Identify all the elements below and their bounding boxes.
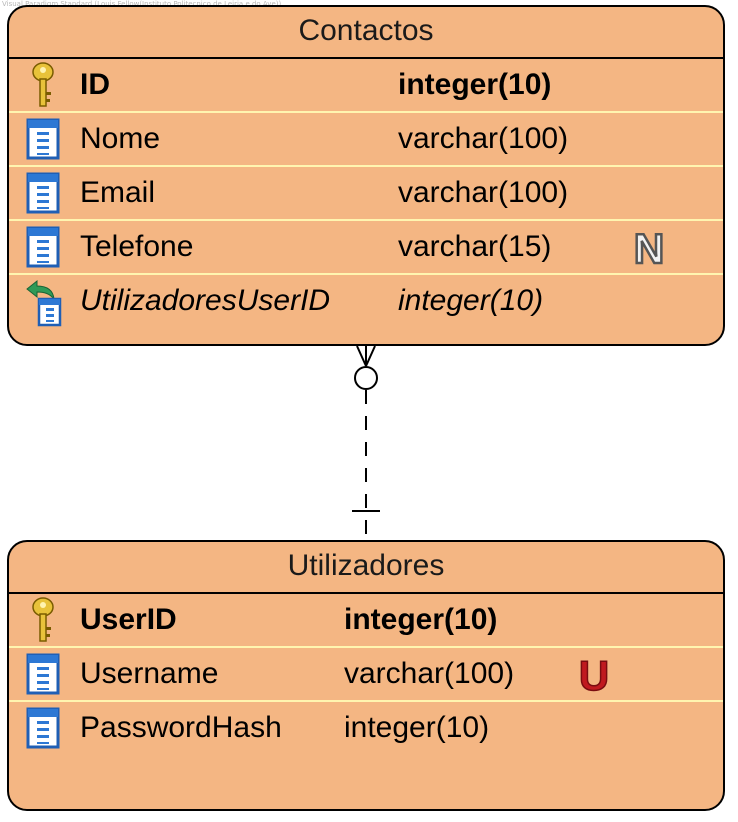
column-name: UtilizadoresUserID: [80, 284, 331, 317]
entity-utilizadores[interactable]: Utilizadores UserID integer(10): [7, 540, 725, 811]
column-type: integer(10): [344, 711, 490, 744]
entity-title[interactable]: Utilizadores: [9, 542, 723, 594]
fk-icon: [23, 275, 63, 327]
column-type: integer(10): [398, 284, 544, 317]
unique-badge-text: U: [579, 652, 609, 696]
crowfoot-right: [365, 345, 376, 367]
crowfoot-left: [356, 345, 367, 367]
column-icon: [23, 167, 63, 219]
column-type: integer(10): [344, 603, 498, 636]
column-icon: [23, 648, 63, 700]
table-row[interactable]: ID integer(10): [9, 59, 723, 113]
column-type: varchar(100): [398, 176, 569, 209]
column-name: Email: [80, 176, 156, 209]
column-name: Telefone: [80, 230, 194, 263]
watermark: Visual Paradigm Standard (Louis Fellow(I…: [2, 0, 282, 8]
zero-circle: [354, 366, 378, 390]
column-icon: [23, 702, 63, 754]
column-name: ID: [80, 68, 110, 101]
column-type: varchar(100): [398, 122, 569, 155]
entity-title[interactable]: Contactos: [9, 7, 723, 59]
entity-contactos[interactable]: Contactos ID integer(10) Nome: [7, 5, 725, 346]
column-name: Nome: [80, 122, 161, 155]
column-icon: [23, 113, 63, 165]
table-row[interactable]: Nome varchar(100): [9, 113, 723, 167]
nullable-badge: N: [633, 225, 666, 269]
column-name: Username: [80, 657, 219, 690]
pk-icon: [23, 59, 63, 111]
column-type: varchar(15): [398, 230, 552, 263]
column-icon: [23, 221, 63, 273]
table-row[interactable]: UserID integer(10): [9, 594, 723, 648]
table-row[interactable]: Telefone varchar(15) N: [9, 221, 723, 275]
unique-badge: U: [578, 652, 610, 696]
pk-icon: [23, 594, 63, 646]
column-name: UserID: [80, 603, 177, 636]
column-type: varchar(100): [344, 657, 515, 690]
table-row[interactable]: UtilizadoresUserID integer(10): [9, 275, 723, 327]
column-name: PasswordHash: [80, 711, 282, 744]
nullable-badge-text: N: [634, 225, 664, 269]
table-row[interactable]: PasswordHash integer(10): [9, 702, 723, 754]
column-type: integer(10): [398, 68, 552, 101]
table-row[interactable]: Username varchar(100) U: [9, 648, 723, 702]
table-row[interactable]: Email varchar(100): [9, 167, 723, 221]
